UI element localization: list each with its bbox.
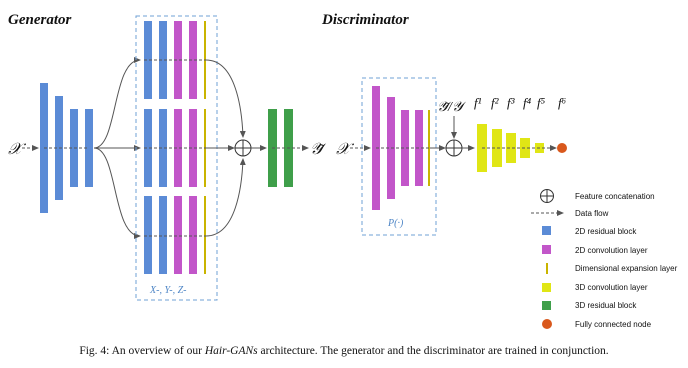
feature-label: f¹ [474, 95, 482, 110]
2d-convolution-layer [401, 110, 409, 186]
orange-dot-icon [542, 319, 552, 329]
generator-output-symbol: 𝒴̃ [310, 141, 327, 158]
caption-emphasis: Hair-GANs [204, 345, 258, 357]
plus-circle-icon [540, 189, 554, 203]
legend-label: Data flow [575, 209, 609, 218]
projector-label: P(·) [387, 218, 404, 229]
generator-heading: Generator [8, 12, 71, 28]
feature-label: f⁴ [523, 95, 532, 110]
feature-labels: f¹ f² f³ f⁴ f⁵ f⁶ [474, 95, 567, 110]
legend-label: 2D convolution layer [575, 246, 648, 255]
branch-arrow-x [93, 57, 141, 149]
legend-label: Feature concatenation [575, 192, 655, 201]
legend-label: 2D residual block [575, 227, 637, 236]
feature-label: f⁶ [558, 95, 567, 110]
blue-block-icon [542, 226, 551, 235]
feature-concatenation-icon [234, 139, 252, 157]
branch-axis-label: X-, Y-, Z- [149, 285, 186, 296]
caption-suffix: architecture. The generator and the disc… [257, 345, 609, 357]
feature-label: f³ [507, 95, 516, 110]
feature-label: f⁵ [537, 95, 546, 110]
legend-label: 3D convolution layer [575, 283, 648, 292]
feature-concatenation-icon [445, 139, 463, 157]
xyz-branch-box [135, 15, 218, 301]
legend: Feature concatenation Data flow 2D resid… [531, 189, 678, 329]
concat-input-symbols: 𝒴̃/𝒴 [437, 100, 467, 115]
green-block-icon [542, 301, 551, 310]
fully-connected-node [557, 143, 567, 153]
branch-z [144, 196, 206, 274]
branch-arrow-z [93, 147, 141, 239]
legend-label: Fully connected node [575, 320, 652, 329]
magenta-block-icon [542, 245, 551, 254]
caption-prefix: Fig. 4: An overview of our [79, 345, 205, 357]
legend-label: 3D residual block [575, 301, 637, 310]
generator-input-symbol: 𝒳 [8, 141, 27, 158]
projector-box [361, 77, 437, 236]
feature-label: f² [491, 95, 500, 110]
yellow-block-icon [542, 283, 551, 292]
figure-caption: Fig. 4: An overview of our Hair-GANs arc… [0, 345, 688, 357]
discriminator-input-symbol: 𝒳 [336, 141, 355, 158]
olive-line-icon [546, 263, 548, 274]
3d-convolution-layer [506, 133, 516, 163]
legend-label: Dimensional expansion layer [575, 264, 678, 273]
discriminator-heading: Discriminator [321, 12, 409, 28]
2d-residual-block [85, 109, 93, 187]
